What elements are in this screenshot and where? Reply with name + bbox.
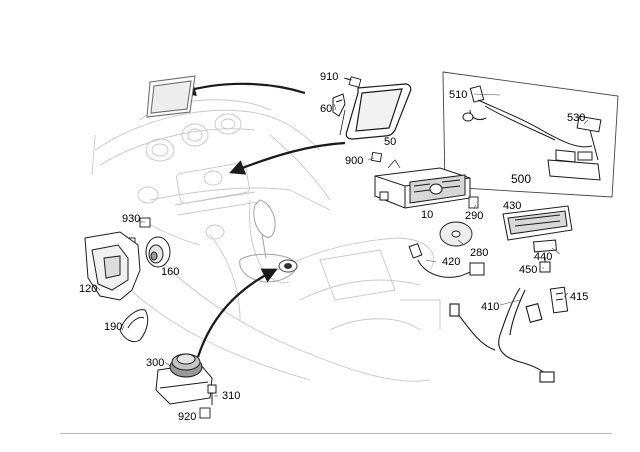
callout-510: 510 [449, 89, 468, 101]
dash-screen-ghost [146, 75, 196, 118]
controller-300 [155, 353, 213, 405]
parts-box-panel [442, 71, 619, 198]
callout-430: 430 [503, 200, 522, 212]
callout-310: 310 [222, 390, 241, 402]
bracket-60 [332, 93, 346, 117]
leader-lines [93, 77, 589, 416]
harness-410 [449, 287, 555, 383]
bottom-divider [60, 433, 612, 434]
connector-450 [539, 258, 551, 273]
callout-190: 190 [104, 321, 123, 333]
clip-920 [199, 407, 211, 419]
callout-440: 440 [534, 251, 553, 263]
card-290 [468, 196, 479, 209]
callout-300: 300 [146, 357, 165, 369]
gear-shifter-outline [239, 199, 298, 283]
speaker-160 [145, 236, 171, 268]
module-430 [502, 205, 573, 241]
callout-420: 420 [442, 256, 461, 268]
callout-290: 290 [465, 210, 484, 222]
callout-415: 415 [570, 291, 589, 303]
usb-hub-415 [549, 286, 569, 314]
callout-910: 910 [320, 71, 339, 83]
connector-440 [533, 239, 557, 253]
cable-530-harness [477, 99, 602, 161]
display-screen-50 [339, 83, 412, 140]
callout-120: 120 [79, 283, 98, 295]
arrow-display-to-dash [180, 81, 306, 97]
callout-50: 50 [384, 136, 397, 148]
bracket-120 [84, 231, 141, 301]
arrows [180, 81, 346, 358]
callout-280: 280 [470, 247, 489, 259]
trim-190 [119, 309, 149, 343]
head-unit-10 [374, 159, 471, 209]
clip-900 [370, 151, 383, 163]
callout-930: 930 [122, 213, 141, 225]
cable-420 [408, 243, 485, 278]
arrow-controller-to-console [196, 268, 278, 358]
dashboard-ghost-outline [91, 99, 441, 382]
callout-500: 500 [511, 172, 532, 186]
clip-910 [343, 76, 362, 88]
disc-280 [439, 221, 473, 247]
callout-900: 900 [345, 155, 364, 167]
callout-530: 530 [567, 112, 586, 124]
callout-10: 10 [421, 209, 434, 221]
callout-60: 60 [320, 103, 333, 115]
callout-920: 920 [178, 411, 197, 423]
arrow-head-unit-to-dash [229, 141, 346, 175]
screw-310 [207, 384, 217, 405]
callout-450: 450 [519, 264, 538, 276]
module-500 [547, 149, 601, 181]
callout-160: 160 [161, 266, 180, 278]
callout-410: 410 [481, 301, 500, 313]
